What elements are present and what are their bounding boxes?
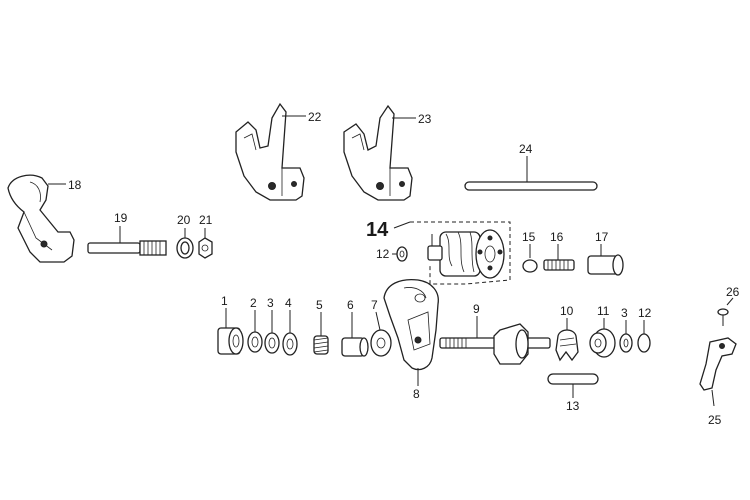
label-18: 18 bbox=[68, 178, 82, 192]
part-21-nut bbox=[198, 228, 213, 259]
label-21: 21 bbox=[199, 213, 213, 227]
part-13-pin bbox=[547, 373, 599, 398]
label-26: 26 bbox=[726, 285, 740, 299]
part-3-washer bbox=[264, 310, 280, 354]
part-15-ball bbox=[522, 244, 538, 273]
label-16: 16 bbox=[550, 230, 564, 244]
part-8-lever bbox=[383, 278, 439, 386]
part-25-lever-arm bbox=[699, 337, 737, 407]
label-13: 13 bbox=[566, 399, 580, 413]
part-23-bracket bbox=[343, 104, 416, 201]
part-1-bearing bbox=[217, 308, 244, 355]
label-10: 10 bbox=[560, 304, 574, 318]
label-17: 17 bbox=[595, 230, 609, 244]
part-10-spring-clip bbox=[555, 318, 579, 362]
part-9-shaft bbox=[439, 316, 551, 365]
label-22: 22 bbox=[308, 110, 322, 124]
part-20-washer bbox=[176, 228, 194, 259]
part-22-bracket bbox=[235, 102, 306, 201]
part-6-sleeve bbox=[341, 312, 369, 357]
label-5: 5 bbox=[316, 298, 323, 312]
label-9: 9 bbox=[473, 302, 480, 316]
label-4: 4 bbox=[285, 296, 292, 310]
label-1: 1 bbox=[221, 294, 228, 308]
label-2: 2 bbox=[250, 296, 257, 310]
label-6: 6 bbox=[347, 298, 354, 312]
part-17-plug bbox=[587, 244, 624, 276]
label-3: 3 bbox=[267, 296, 274, 310]
part-7-washer-large bbox=[370, 311, 392, 357]
label-11: 11 bbox=[597, 304, 610, 318]
label-14: 14 bbox=[366, 219, 389, 241]
label-12-right: 12 bbox=[638, 306, 652, 320]
part-14-drum-assembly bbox=[393, 221, 511, 285]
part-11-bushing bbox=[589, 318, 616, 358]
label-3-right: 3 bbox=[621, 306, 628, 320]
label-20: 20 bbox=[177, 213, 191, 227]
part-19-bolt bbox=[87, 226, 167, 256]
label-8: 8 bbox=[413, 387, 420, 401]
part-16-spring bbox=[543, 244, 575, 271]
label-25: 25 bbox=[708, 413, 722, 427]
part-26-screw bbox=[717, 297, 734, 326]
label-7: 7 bbox=[371, 298, 378, 312]
part-12-washer-right bbox=[637, 320, 651, 353]
part-24-rod bbox=[464, 156, 598, 191]
part-5-spring bbox=[313, 312, 329, 355]
label-24: 24 bbox=[519, 142, 533, 156]
part-4-washer bbox=[282, 310, 298, 356]
part-2-washer bbox=[247, 310, 263, 353]
label-23: 23 bbox=[418, 112, 432, 126]
label-19: 19 bbox=[114, 211, 128, 225]
label-15: 15 bbox=[522, 230, 536, 244]
part-18-bracket bbox=[7, 174, 75, 263]
label-12-upper: 12 bbox=[376, 247, 390, 261]
part-3-washer-right bbox=[619, 320, 633, 353]
part-12-washer-upper bbox=[392, 246, 408, 262]
